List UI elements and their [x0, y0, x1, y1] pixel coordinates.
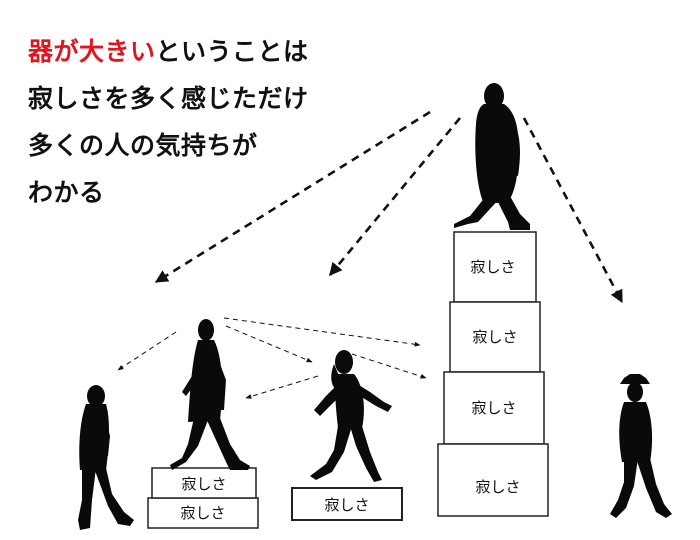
arrow-to-boxes	[351, 353, 427, 379]
box-label: 寂しさ	[471, 399, 516, 417]
box-label: 寂しさ	[180, 504, 225, 522]
woman-silhouette	[310, 350, 392, 482]
arrow-to-hat-man	[522, 117, 624, 304]
box-stack-single: 寂しさ	[291, 487, 403, 521]
box-label: 寂しさ	[472, 328, 517, 346]
arrow-to-left-man	[117, 331, 177, 371]
box	[291, 487, 403, 521]
arrow-to-small-walker	[154, 110, 431, 284]
arrow-to-middle	[328, 117, 462, 277]
big-man-silhouette	[454, 83, 530, 230]
headline-line-4: わかる	[28, 178, 105, 207]
box	[147, 497, 259, 529]
box-label: 寂しさ	[324, 496, 369, 514]
box-label: 寂しさ	[470, 258, 515, 276]
left-man-silhouette	[78, 385, 134, 530]
box-label: 寂しさ	[475, 478, 520, 496]
walking-man-silhouette	[170, 319, 250, 470]
box-label: 寂しさ	[181, 475, 226, 493]
minor-arrows	[117, 317, 427, 399]
headline-line-1-rest: ということは	[155, 37, 309, 66]
box	[151, 467, 257, 499]
box-stack-tall: 寂しさ 寂しさ 寂しさ 寂しさ	[437, 231, 549, 517]
headline: 器が大きいということは 寂しさを多く感じただけ 多くの人の気持ちが わかる	[28, 28, 309, 216]
headline-line-1: 器が大きいということは	[28, 28, 309, 75]
box	[453, 231, 537, 303]
headline-accent: 器が大きい	[28, 37, 156, 66]
box	[437, 443, 549, 517]
box-stack-small: 寂しさ 寂しさ	[147, 467, 259, 529]
headline-line-3: 多くの人の気持ちが	[28, 131, 258, 160]
major-arrows	[154, 110, 624, 304]
hat-man-silhouette	[610, 374, 672, 518]
arrow-to-woman	[225, 325, 313, 363]
headline-line-2: 寂しさを多く感じただけ	[28, 84, 309, 113]
arrow-back-to-walker	[245, 375, 319, 399]
arrow-to-right-far	[223, 317, 421, 347]
